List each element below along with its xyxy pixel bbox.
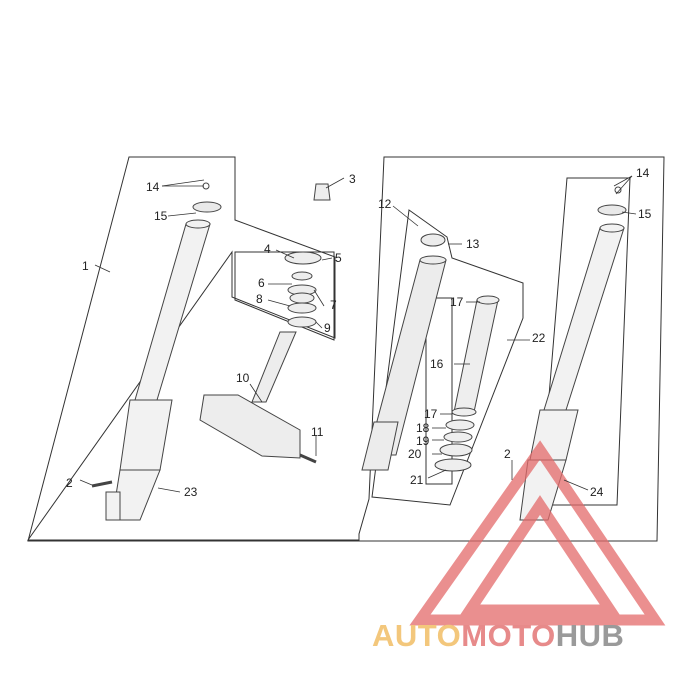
subframe-steering	[234, 251, 335, 341]
subframe-inner-kit	[425, 297, 453, 485]
callout-7: 7	[330, 298, 337, 312]
fork-tube-12	[361, 233, 447, 471]
left-fork-cap	[192, 201, 222, 213]
callout-15: 15	[154, 209, 168, 223]
callout-3: 3	[349, 172, 356, 186]
callout-4: 4	[264, 242, 271, 256]
callout-9: 9	[324, 321, 331, 335]
callout-12: 12	[378, 197, 392, 211]
callout-14: 14	[146, 180, 160, 194]
callout-21: 21	[410, 473, 424, 487]
callout-11: 11	[311, 425, 324, 439]
watermark-triangle	[409, 440, 666, 626]
callout-19: 19	[416, 434, 430, 448]
watermark-moto: MOTO	[461, 618, 556, 653]
callout-10: 10	[236, 371, 250, 385]
callout-15: 15	[638, 207, 652, 221]
right-oring-14	[614, 186, 622, 194]
subframe-fork-tube	[371, 209, 524, 506]
right-fork-cap	[597, 204, 627, 216]
callout-2: 2	[66, 476, 73, 490]
left-bolt-2	[91, 480, 113, 488]
callout-5: 5	[335, 251, 342, 265]
callout-8: 8	[256, 292, 263, 306]
callout-23: 23	[184, 485, 198, 499]
callout-18: 18	[416, 421, 430, 435]
watermark-hub: HUB	[555, 618, 625, 653]
callout-24: 24	[590, 485, 604, 499]
right-fork-leg	[519, 223, 625, 521]
left-fork-leg	[105, 219, 211, 521]
callout-20: 20	[408, 447, 422, 461]
inner-kit	[434, 295, 500, 472]
callout-16: 16	[430, 357, 444, 371]
callout-14: 14	[636, 166, 650, 180]
callout-22: 22	[532, 331, 546, 345]
watermark-brand: AUTOMOTOHUB	[372, 618, 624, 654]
callout-17: 17	[450, 295, 464, 309]
callout-1: 1	[82, 259, 89, 273]
steering-stem	[199, 183, 331, 464]
assembly-frame	[27, 156, 665, 542]
callout-6: 6	[258, 276, 265, 290]
watermark-auto: AUTO	[372, 618, 462, 653]
callout-2: 2	[504, 447, 511, 461]
callout-13: 13	[466, 237, 480, 251]
callout-17: 17	[424, 407, 438, 421]
